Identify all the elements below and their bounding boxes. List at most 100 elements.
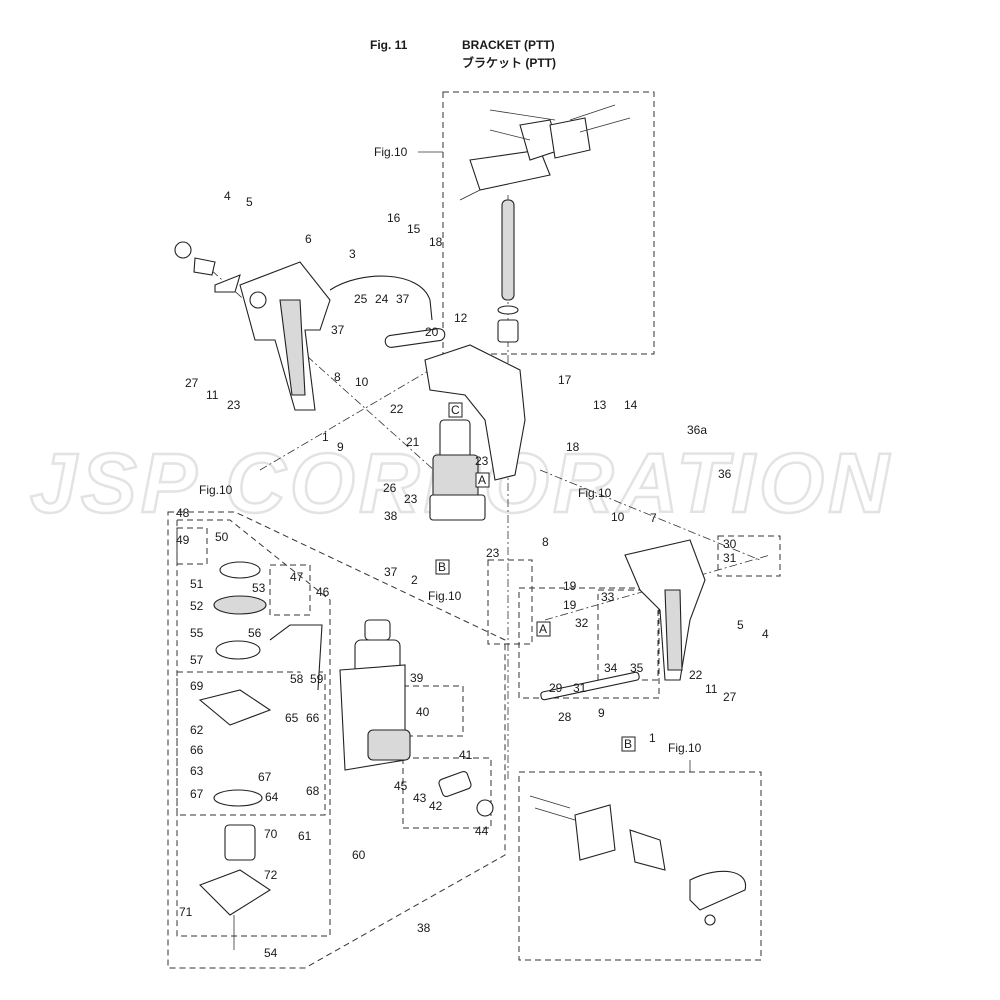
part-number-6: 6 bbox=[305, 232, 312, 246]
part-number-9: 9 bbox=[337, 440, 344, 454]
part-number-1: 1 bbox=[649, 731, 656, 745]
part-number-22: 22 bbox=[689, 668, 703, 682]
assembly-28-box bbox=[518, 587, 660, 699]
part-number-55: 55 bbox=[190, 626, 204, 640]
part-number-9: 9 bbox=[598, 706, 605, 720]
assembly-61-box bbox=[176, 671, 326, 816]
part-number-12: 12 bbox=[454, 311, 468, 325]
box-tag-b-label: B bbox=[624, 737, 632, 751]
page-title: BRACKET (PTT) bbox=[462, 38, 555, 52]
figure-number: Fig. 11 bbox=[370, 38, 408, 52]
part-number-28: 28 bbox=[558, 710, 572, 724]
part-number-70: 70 bbox=[264, 827, 278, 841]
part-number-32: 32 bbox=[575, 616, 589, 630]
part-number-33: 33 bbox=[601, 590, 615, 604]
part-number-52: 52 bbox=[190, 599, 204, 613]
swivel-bracket-drawing bbox=[329, 275, 526, 481]
part-number-34: 34 bbox=[604, 661, 618, 675]
fig10-box-bottom bbox=[518, 771, 762, 961]
part-number-19: 19 bbox=[563, 598, 577, 612]
part-number-54: 54 bbox=[264, 946, 278, 960]
part-number-53: 53 bbox=[252, 581, 266, 595]
fig10-small-box bbox=[487, 559, 533, 645]
part-number-3: 3 bbox=[349, 247, 356, 261]
part-number-37: 37 bbox=[331, 323, 345, 337]
fig10-box-top bbox=[442, 91, 655, 355]
part-number-8: 8 bbox=[542, 535, 549, 549]
part-number-21: 21 bbox=[406, 435, 420, 449]
part-number-16: 16 bbox=[387, 211, 401, 225]
box-tag-b-label: B bbox=[438, 560, 446, 574]
part-number-72: 72 bbox=[264, 868, 278, 882]
box-tag-a bbox=[536, 621, 551, 637]
left-bracket-drawing bbox=[174, 241, 331, 411]
part-number-20: 20 bbox=[425, 325, 439, 339]
part-number-56: 56 bbox=[248, 626, 262, 640]
part-number-63: 63 bbox=[190, 764, 204, 778]
page-title-japanese: ブラケット (PTT) bbox=[462, 56, 556, 70]
assembly-60-box bbox=[176, 519, 331, 937]
fig10-reference: Fig.10 bbox=[578, 486, 612, 500]
part-number-5: 5 bbox=[737, 618, 744, 632]
axis-line bbox=[199, 259, 446, 481]
assembly-48-box bbox=[176, 527, 208, 565]
part-number-71: 71 bbox=[179, 905, 193, 919]
part-number-27: 27 bbox=[185, 376, 199, 390]
part-number-24: 24 bbox=[375, 292, 389, 306]
box-tag-c-label: C bbox=[451, 403, 460, 417]
part-number-48: 48 bbox=[176, 506, 190, 520]
part-number-10: 10 bbox=[355, 375, 369, 389]
part-number-61: 61 bbox=[298, 829, 312, 843]
part-number-27: 27 bbox=[723, 690, 737, 704]
part-number-26: 26 bbox=[383, 481, 397, 495]
part-number-51: 51 bbox=[190, 577, 204, 591]
part-number-35: 35 bbox=[630, 661, 644, 675]
part-number-10: 10 bbox=[611, 510, 625, 524]
box-tag-b bbox=[435, 559, 450, 575]
axis-line bbox=[539, 469, 761, 561]
part-number-15: 15 bbox=[407, 222, 421, 236]
part-number-41: 41 bbox=[459, 748, 473, 762]
part-number-44: 44 bbox=[475, 824, 489, 838]
part-number-60: 60 bbox=[352, 848, 366, 862]
part-number-2: 2 bbox=[411, 573, 418, 587]
fig10-lower-drawing bbox=[529, 795, 747, 926]
part-number-64: 64 bbox=[265, 790, 279, 804]
fig10-reference: Fig.10 bbox=[199, 483, 233, 497]
part-number-57: 57 bbox=[190, 653, 204, 667]
part-number-49: 49 bbox=[176, 533, 190, 547]
part-number-42: 42 bbox=[429, 799, 443, 813]
assembly-39-box bbox=[402, 685, 464, 737]
part-number-69: 69 bbox=[190, 679, 204, 693]
part-number-25: 25 bbox=[354, 292, 368, 306]
assembly-30-box bbox=[717, 535, 781, 577]
part-number-13: 13 bbox=[593, 398, 607, 412]
part-number-59: 59 bbox=[310, 672, 324, 686]
assembly-38-box bbox=[167, 511, 506, 969]
part-number-38: 38 bbox=[384, 509, 398, 523]
part-number-66: 66 bbox=[190, 743, 204, 757]
right-bracket-drawing bbox=[540, 539, 706, 701]
part-number-43: 43 bbox=[413, 791, 427, 805]
part-number-23: 23 bbox=[404, 492, 418, 506]
part-number-30: 30 bbox=[723, 537, 737, 551]
part-number-37: 37 bbox=[396, 292, 410, 306]
part-number-67: 67 bbox=[258, 770, 272, 784]
part-number-23: 23 bbox=[227, 398, 241, 412]
motor-drawing bbox=[198, 561, 323, 950]
box-tag-b bbox=[621, 736, 636, 752]
part-number-45: 45 bbox=[394, 779, 408, 793]
box-tag-a-label: A bbox=[478, 473, 486, 487]
part-number-5: 5 bbox=[246, 195, 253, 209]
part-number-66: 66 bbox=[306, 711, 320, 725]
part-number-1: 1 bbox=[322, 430, 329, 444]
part-number-46: 46 bbox=[316, 585, 330, 599]
part-number-47: 47 bbox=[290, 570, 304, 584]
part-number-65: 65 bbox=[285, 711, 299, 725]
fig10-reference: Fig.10 bbox=[668, 741, 702, 755]
box-tag-a-label: A bbox=[539, 622, 547, 636]
part-number-18: 18 bbox=[429, 235, 443, 249]
part-number-31: 31 bbox=[573, 681, 587, 695]
tilt-shaft-drawing bbox=[459, 104, 631, 343]
box-tag-c bbox=[448, 402, 463, 418]
